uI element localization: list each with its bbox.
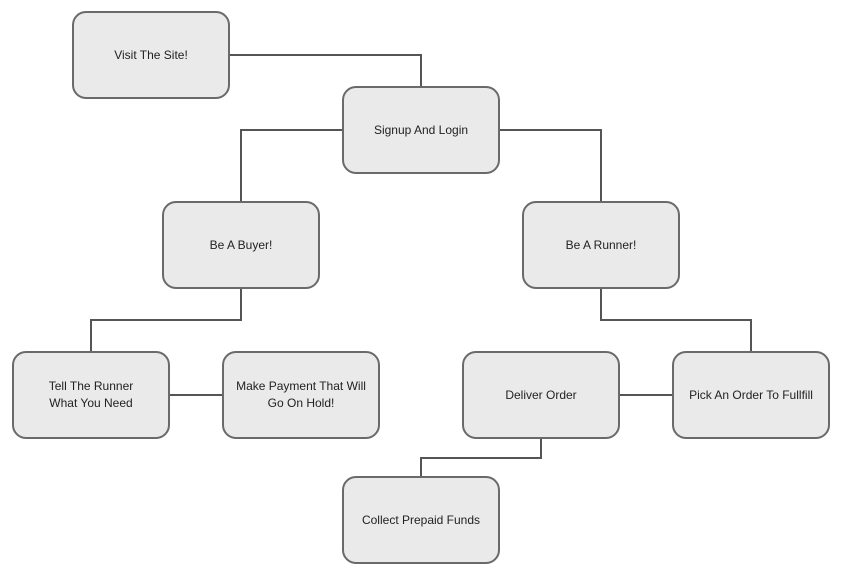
connector-runner-to-pick bbox=[600, 289, 752, 351]
node-visit-the-site: Visit The Site! bbox=[72, 11, 230, 99]
node-signup-and-login: Signup And Login bbox=[342, 86, 500, 174]
node-make-payment: Make Payment That Will Go On Hold! bbox=[222, 351, 380, 439]
node-deliver-order: Deliver Order bbox=[462, 351, 620, 439]
connector-visit-to-signup bbox=[230, 54, 422, 86]
node-collect-prepaid-funds: Collect Prepaid Funds bbox=[342, 476, 500, 564]
connector-buyer-to-tell bbox=[90, 289, 242, 351]
connector-signup-to-buyer bbox=[240, 129, 342, 201]
connector-deliver-to-collect bbox=[420, 439, 542, 476]
node-be-a-buyer: Be A Buyer! bbox=[162, 201, 320, 289]
node-pick-an-order: Pick An Order To Fullfill bbox=[672, 351, 830, 439]
connector-signup-to-runner bbox=[500, 129, 602, 201]
node-tell-the-runner: Tell The Runner What You Need bbox=[12, 351, 170, 439]
node-be-a-runner: Be A Runner! bbox=[522, 201, 680, 289]
